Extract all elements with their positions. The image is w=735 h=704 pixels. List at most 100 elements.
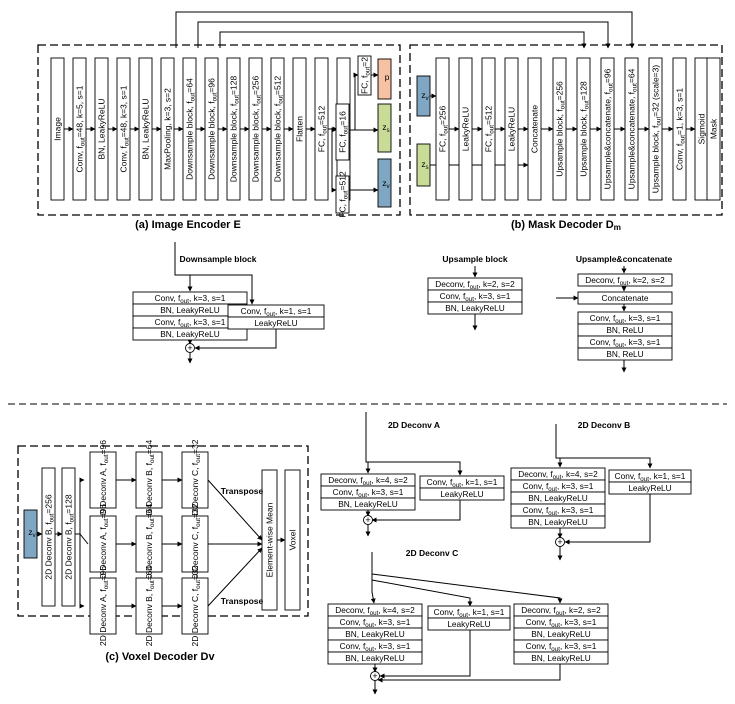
encoder-layer-6-rect — [182, 57, 197, 201]
encoder-layer-8: Downsample block, fout​=128 — [226, 57, 241, 201]
upcat-deconv-rect — [577, 273, 673, 287]
encoder-zv-label: zv​ — [382, 178, 390, 190]
decoder-zv-rect — [416, 75, 431, 117]
voxel-colB-1: 2D Deconv B, fout​=64 — [135, 504, 163, 585]
decoder-layer-8-label: Upsample&concatenate, fout​=64 — [627, 68, 639, 189]
db-right-out — [564, 494, 651, 545]
upcat-title: Upsample&concatenate — [576, 254, 673, 264]
upcat-rows-row-2: Conv, fout​, k=3, s=1 — [577, 335, 673, 349]
downsample-sum: + — [185, 343, 195, 353]
downsample-left-row-3-label: BN, LeakyReLU — [160, 329, 220, 339]
upcat-concat-label: Concatenate — [601, 293, 648, 303]
voxel-colA-1-rect — [89, 515, 117, 573]
encoder-layer-2-label: BN, LeakyReLU — [97, 99, 107, 160]
voxel-out: Voxel — [284, 469, 301, 611]
encoder-zs-label: zs​ — [382, 122, 389, 134]
da-right-out — [371, 500, 461, 523]
deconv-c-right-row-0-label: Deconv, fout​, k=2, s=2 — [521, 605, 601, 617]
decoder-layer-8-rect — [624, 57, 639, 201]
encoder-layer-7-rect — [204, 57, 219, 201]
decoder-layer-12: Mask — [706, 57, 721, 201]
encoder-layer-0: Image — [50, 57, 65, 201]
voxel-colB-0-label: 2D Deconv B, fout​=64 — [144, 440, 156, 521]
voxel-zv — [23, 509, 38, 559]
encoder-layer-11-label: Flatten — [295, 116, 305, 142]
upcat-rows-row-2-label: Conv, fout​, k=3, s=1 — [590, 337, 661, 349]
encoder-fc2: FC, fout​=2 — [357, 55, 372, 96]
voxel-branch-mid — [79, 533, 89, 545]
downsample-right-row-1-label: LeakyReLU — [254, 318, 297, 328]
decoder-layer-9-label: Upsample block, fout​=32 (scale=3) — [651, 65, 663, 194]
encoder-layer-4-rect — [138, 57, 153, 201]
enc-to-fc512 — [331, 129, 337, 193]
upcat-rows-row-3-label: BN, ReLU — [606, 349, 643, 359]
deconv-c-mid-row-1: LeakyReLU — [427, 617, 511, 631]
encoder-p-rect — [377, 58, 392, 100]
deconv-c-left-row-1: Conv, fout​, k=3, s=1 — [327, 615, 423, 629]
deconv-c-right-row-3-label: Conv, fout​, k=3, s=1 — [526, 641, 597, 653]
downsample-left-row-3-rect — [132, 327, 248, 341]
voxel-branch-top — [75, 477, 85, 535]
deconv-a-sum: + — [363, 515, 373, 525]
deconv-c-right-row-4-rect — [513, 651, 609, 665]
voxel-first-0-rect — [41, 467, 56, 607]
deconv-c-mid-row-1-rect — [427, 617, 511, 631]
downsample-right-row-1-rect — [227, 316, 325, 330]
decoder-layer-6-rect — [576, 57, 591, 201]
deconv-b-right-row-1-label: LeakyReLU — [628, 483, 671, 493]
downsample-left-row-3: BN, LeakyReLU — [132, 327, 248, 341]
deconv-b-left-row-0-label: Deconv, fout​, k=4, s=2 — [518, 469, 598, 481]
deconv-a-right-row-0: Conv, fout​, k=1, s=1 — [419, 475, 505, 489]
decoder-layer-5: Upsample block, fout​=256 — [552, 57, 567, 201]
encoder-fc16-label: FC, fout​=16 — [338, 111, 350, 153]
downsample-left-row-2-label: Conv, fout​, k=3, s=1 — [155, 317, 226, 329]
encoder-caption: (a) Image Encoder E — [135, 219, 241, 231]
voxel-colB-2-rect — [135, 577, 163, 635]
deconv-a-right-row-1: LeakyReLU — [419, 487, 505, 501]
deconv-c-left-row-3-label: Conv, fout​, k=3, s=1 — [340, 641, 411, 653]
encoder-layer-7: Downsample block, fout​=96 — [204, 57, 219, 201]
upcat-rows-row-3: BN, ReLU — [577, 347, 673, 361]
dc-in-left — [370, 552, 376, 604]
voxel-colC-1-label: 2D Deconv C, fout​=32 — [190, 503, 202, 584]
deconv-c-right-row-1-label: Conv, fout​, k=3, s=1 — [526, 617, 597, 629]
encoder-layer-8-label: Downsample block, fout​=128 — [229, 76, 241, 183]
fc16-to-fc2 — [353, 72, 359, 130]
decoder-layer-2-rect — [481, 57, 496, 201]
upcat-rows-row-1-label: BN, ReLU — [606, 325, 643, 335]
deconv-c-left-row-4-label: BN, LeakyReLU — [345, 653, 405, 663]
deconv-c-sum-circle — [370, 671, 380, 681]
voxel-colC-1-rect — [181, 515, 209, 573]
transpose-bot: Transpose — [221, 596, 264, 606]
voxel-colC-2-rect — [181, 577, 209, 635]
voxel-out-label: Voxel — [288, 529, 298, 550]
downsample-left-row-0-label: Conv, fout​, k=3, s=1 — [155, 293, 226, 305]
deconv-b-right-row-1-rect — [608, 481, 692, 495]
encoder-layer-5-rect — [160, 57, 175, 201]
downsample-left-row-0: Conv, fout​, k=3, s=1 — [132, 291, 248, 305]
downsample-left-row-1-label: BN, LeakyReLU — [160, 305, 220, 315]
decoder-layer-4-label: Concatenate — [530, 105, 540, 153]
decoder-layer-7-rect — [600, 57, 615, 201]
deconv-b-left-row-1-label: Conv, fout​, k=3, s=1 — [523, 481, 594, 493]
deconv-a-right-row-0-label: Conv, fout​, k=1, s=1 — [427, 477, 498, 489]
deconv-b-title: 2D Deconv B — [578, 420, 630, 430]
deconv-b-sum-symbol: + — [557, 537, 562, 547]
deconv-b-right-row-1: LeakyReLU — [608, 481, 692, 495]
transpose-top: Transpose — [221, 486, 264, 496]
voxel-colA-1-label: 2D Deconv A, fout​=96 — [98, 504, 110, 584]
encoder-layer-7-label: Downsample block, fout​=96 — [207, 78, 219, 180]
deconv-c-mid-row-0: Conv, fout​, k=1, s=1 — [427, 605, 511, 619]
da-in-right — [366, 461, 463, 476]
voxel-colB-1-label: 2D Deconv B, fout​=64 — [144, 504, 156, 585]
decoder-zv-label: zv​ — [421, 90, 429, 102]
deconv-a-right-row-1-rect — [419, 487, 505, 501]
deconv-c-right-row-2: BN, LeakyReLU — [513, 627, 609, 641]
voxel-first-0-label: 2D Deconv B, fout​=256 — [44, 494, 56, 579]
decoder-zs — [416, 143, 431, 187]
encoder-layer-1-rect — [72, 57, 87, 201]
encoder-layer-9: Downsample block, fout​=256 — [248, 57, 263, 201]
decoder-layer-10-rect — [672, 57, 687, 201]
upsample-rows-row-2: BN, LeakyReLU — [427, 301, 523, 315]
encoder-layer-11: Flatten — [292, 57, 307, 201]
